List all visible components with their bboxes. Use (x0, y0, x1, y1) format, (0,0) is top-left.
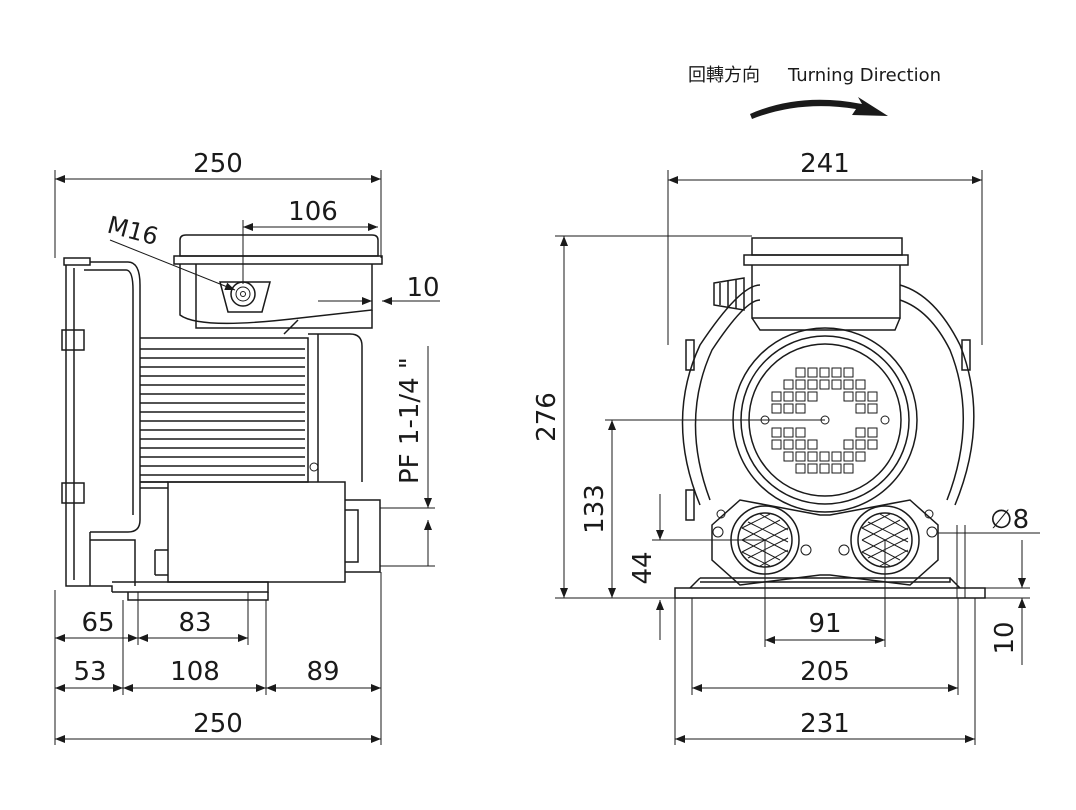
side-dim-box-offset: 106 (288, 197, 338, 227)
turning-direction: 回轉方向 Turning Direction (688, 65, 941, 119)
side-dim-row2-a: 53 (73, 657, 106, 687)
front-dim-overall-height: 276 (532, 392, 562, 442)
side-dim-base-b: 83 (178, 608, 211, 638)
front-dim-center-height: 133 (580, 484, 610, 534)
side-dim-port-thread: PF 1-1/4 " (395, 357, 425, 484)
front-dim-base-thickness: 10 (990, 621, 1020, 654)
cooling-fins (140, 348, 305, 476)
side-dim-box-step: 10 (406, 273, 439, 303)
front-view: 241 276 133 44 ∅8 91 205 231 10 (532, 149, 1040, 745)
turning-direction-label-en: Turning Direction (787, 65, 941, 86)
side-dim-base-a: 65 (81, 608, 114, 638)
front-dim-lines (555, 170, 1040, 745)
side-dim-overall-top: 250 (193, 149, 243, 179)
front-dim-base-width: 231 (800, 709, 850, 739)
fan-grille (771, 367, 878, 474)
turning-direction-arrow-icon (750, 97, 888, 119)
port-mesh (741, 513, 909, 567)
turning-direction-label-cn: 回轉方向 (688, 65, 760, 86)
side-dim-lines (54, 170, 440, 745)
front-dim-port-height: 44 (628, 551, 658, 584)
front-dim-port-spacing: 91 (808, 609, 841, 639)
side-dim-row2-b: 108 (170, 657, 220, 687)
side-view: 250 106 M16 10 PF 1-1/4 " 65 83 53 108 8… (54, 149, 440, 745)
front-dim-hole-dia: ∅8 (990, 505, 1029, 535)
front-dim-overall-width: 241 (800, 149, 850, 179)
side-dim-thread: M16 (104, 211, 161, 251)
front-dim-hole-spacing: 205 (800, 657, 850, 687)
side-dim-row2-c: 89 (306, 657, 339, 687)
side-dim-overall-bottom: 250 (193, 709, 243, 739)
